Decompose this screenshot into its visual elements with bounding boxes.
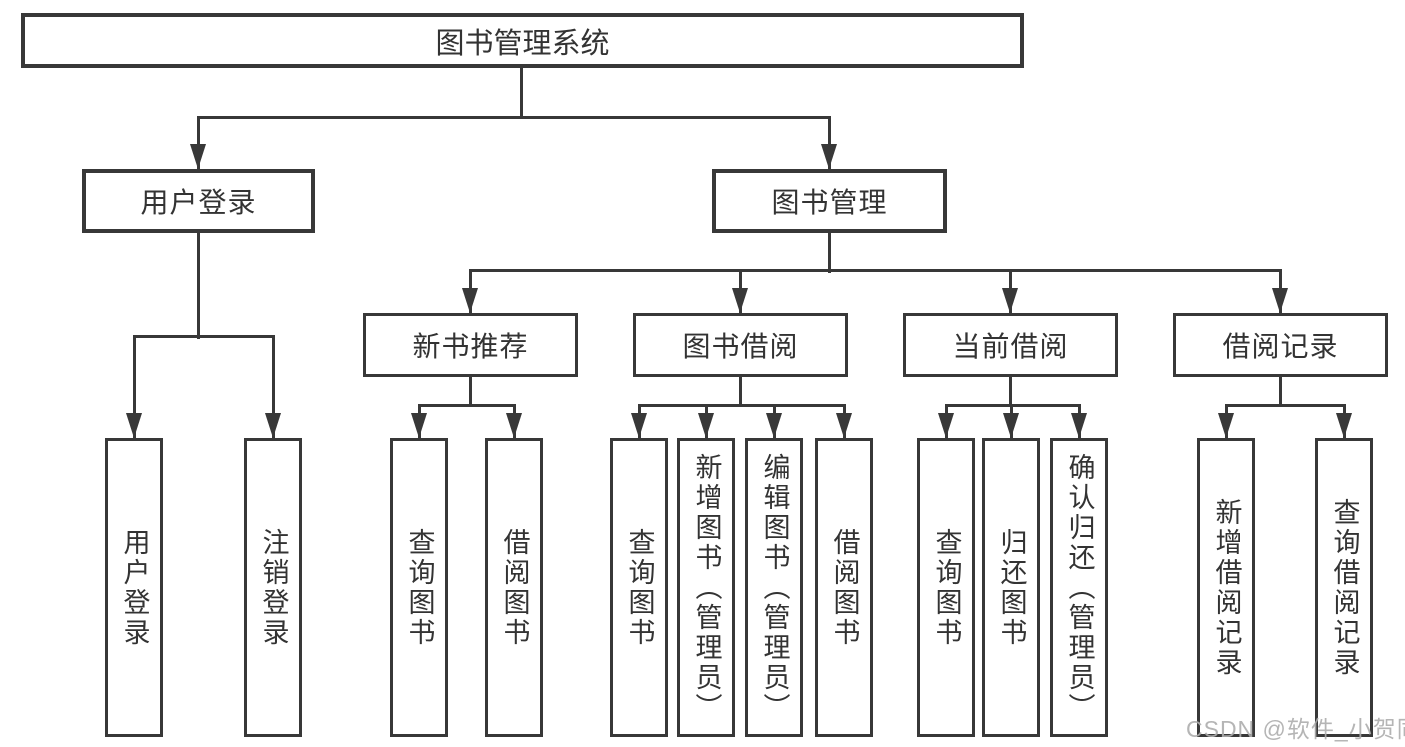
- arrow-down-icon: [126, 413, 142, 438]
- node-book-borrow: 图书借阅: [633, 313, 848, 377]
- arrow-down-icon: [462, 288, 478, 313]
- connector-line: [828, 116, 831, 169]
- node-new-book-recommend: 新书推荐: [363, 313, 578, 377]
- arrow-down-icon: [1002, 288, 1018, 313]
- leaf-borrow-books: 借阅图书: [815, 438, 873, 737]
- arrow-down-icon: [190, 144, 206, 169]
- connector-line: [272, 335, 275, 438]
- node-root: 图书管理系统: [21, 13, 1024, 68]
- arrow-down-icon: [698, 413, 714, 438]
- leaf-query-books-borrow: 查询图书: [610, 438, 668, 737]
- connector-line: [739, 377, 742, 407]
- leaf-edit-book-admin: 编辑图书（管理员）: [745, 438, 803, 737]
- connector-line: [418, 404, 516, 407]
- connector-line: [133, 335, 275, 338]
- connector-line: [638, 404, 846, 407]
- connector-line: [828, 233, 831, 273]
- arrow-down-icon: [1003, 413, 1019, 438]
- arrow-down-icon: [1218, 413, 1234, 438]
- connector-line: [469, 377, 472, 407]
- leaf-query-books-current: 查询图书: [917, 438, 975, 737]
- connector-line: [133, 335, 136, 438]
- leaf-user-login: 用户登录: [105, 438, 163, 737]
- connector-line: [945, 404, 1081, 407]
- connector-line: [197, 116, 200, 169]
- node-current-borrow: 当前借阅: [903, 313, 1118, 377]
- arrow-down-icon: [821, 144, 837, 169]
- connector-line: [197, 116, 831, 119]
- arrow-down-icon: [938, 413, 954, 438]
- arrow-down-icon: [631, 413, 647, 438]
- arrow-down-icon: [1071, 413, 1087, 438]
- leaf-return-books: 归还图书: [982, 438, 1040, 737]
- arrow-down-icon: [506, 413, 522, 438]
- node-user-login: 用户登录: [82, 169, 315, 233]
- connector-line: [197, 233, 200, 339]
- leaf-logout: 注销登录: [244, 438, 302, 737]
- node-book-management: 图书管理: [712, 169, 947, 233]
- leaf-query-borrow-record: 查询借阅记录: [1315, 438, 1373, 737]
- leaf-query-books-recommend: 查询图书: [390, 438, 448, 737]
- connector-line: [1225, 404, 1346, 407]
- connector-line: [1009, 377, 1012, 407]
- node-borrow-records: 借阅记录: [1173, 313, 1388, 377]
- arrow-down-icon: [1336, 413, 1352, 438]
- watermark: CSDN @软件_小贺同学: [1186, 716, 1405, 742]
- arrow-down-icon: [732, 288, 748, 313]
- arrow-down-icon: [836, 413, 852, 438]
- connector-line: [1279, 377, 1282, 407]
- leaf-confirm-return-admin: 确认归还（管理员）: [1050, 438, 1108, 737]
- leaf-add-book-admin: 新增图书（管理员）: [677, 438, 735, 737]
- connector-line: [520, 68, 523, 117]
- arrow-down-icon: [265, 413, 281, 438]
- arrow-down-icon: [411, 413, 427, 438]
- arrow-down-icon: [1272, 288, 1288, 313]
- leaf-borrow-books-recommend: 借阅图书: [485, 438, 543, 737]
- connector-line: [469, 269, 1282, 272]
- leaf-add-borrow-record: 新增借阅记录: [1197, 438, 1255, 737]
- arrow-down-icon: [766, 413, 782, 438]
